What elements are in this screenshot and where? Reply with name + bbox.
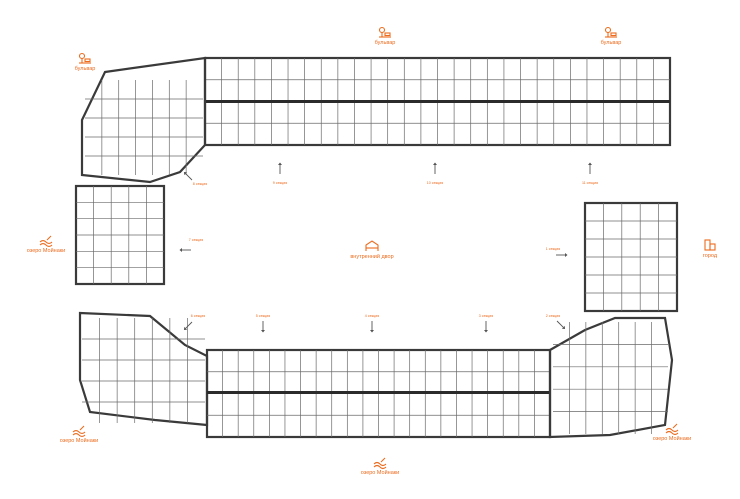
orientation-ozero-left: озеро Мойнаки — [27, 235, 66, 254]
orientation-label: озеро Мойнаки — [361, 469, 400, 476]
tree-bench-icon — [604, 26, 617, 38]
section-marker: 7 секция — [179, 238, 203, 252]
section-marker: 1 секция — [546, 247, 568, 257]
building-bottom-left-corner — [78, 311, 209, 427]
arrow-head-icon — [183, 171, 188, 176]
building-top-left-corner — [80, 56, 207, 184]
section-label: 11 секция — [582, 181, 598, 185]
arrow-head-icon — [433, 162, 437, 165]
orientation-ozero-br: озеро Мойнаки — [653, 423, 692, 442]
section-marker: 6 секция — [183, 314, 205, 331]
arrow-head-icon — [183, 326, 188, 331]
orientation-labels: бульвар бульвар бульвар озеро Мойнаки город в… — [27, 26, 718, 476]
section-marker: 2 секция — [546, 314, 566, 330]
arrow-icon — [185, 173, 193, 181]
orientation-gorod: город — [703, 239, 718, 259]
section-label: 9 секция — [273, 181, 287, 185]
section-label: 4 секция — [365, 314, 379, 318]
building-left-wing — [74, 184, 166, 286]
section-marker: 8 секция — [183, 171, 207, 186]
orientation-ozero-bl: озеро Мойнаки — [60, 425, 99, 444]
orientation-dvor: внутренний двор — [350, 240, 394, 260]
building-top-wing — [203, 56, 672, 147]
arrow-head-icon — [588, 162, 592, 165]
arrow-head-icon — [561, 325, 566, 330]
arrow-icon — [185, 321, 193, 329]
section-label: 6 секция — [191, 314, 205, 318]
orientation-label: бульвар — [75, 66, 96, 72]
arrow-head-icon — [565, 253, 568, 257]
orientation-label: внутренний двор — [350, 253, 393, 260]
building-right-wing — [583, 201, 679, 313]
section-marker: 4 секция — [365, 314, 379, 333]
arrow-head-icon — [179, 248, 182, 252]
orientation-label: озеро Мойнаки — [27, 247, 66, 254]
tree-bench-icon — [378, 26, 391, 38]
section-label: 7 секция — [189, 238, 203, 242]
section-label: 8 секция — [193, 182, 207, 186]
arrow-head-icon — [370, 330, 374, 333]
section-marker: 5 секция — [256, 314, 270, 333]
orientation-bulvar-3: бульвар — [601, 26, 622, 46]
section-marker: 10 секция — [427, 162, 443, 185]
orientation-label: бульвар — [375, 40, 396, 46]
orientation-ozero-bc: озеро Мойнаки — [361, 457, 400, 476]
section-label: 2 секция — [546, 314, 560, 318]
city-icon — [704, 239, 716, 251]
section-label: 3 секция — [479, 314, 493, 318]
building-bottom-right-corner — [548, 316, 674, 439]
building-bottom-wing — [205, 348, 552, 439]
arrow-head-icon — [484, 330, 488, 333]
orientation-label: город — [703, 253, 718, 259]
section-labels: 8 секция 9 секция 10 секция 11 секция 7 секц… — [179, 162, 598, 333]
arrow-head-icon — [261, 330, 265, 333]
section-label: 10 секция — [427, 181, 443, 185]
lake-icon — [39, 235, 53, 248]
arrow-icon — [556, 320, 564, 328]
tree-bench-icon — [78, 52, 91, 64]
playground-icon — [365, 240, 379, 251]
section-marker: 9 секция — [273, 162, 287, 185]
orientation-label: бульвар — [601, 40, 622, 46]
lake-icon — [72, 425, 86, 438]
section-marker: 11 секция — [582, 162, 598, 185]
section-label: 1 секция — [546, 247, 560, 251]
section-label: 5 секция — [256, 314, 270, 318]
orientation-label: озеро Мойнаки — [60, 437, 99, 444]
lake-icon — [373, 457, 387, 470]
arrow-head-icon — [278, 162, 282, 165]
lake-icon — [665, 423, 679, 436]
section-marker: 3 секция — [479, 314, 493, 333]
orientation-bulvar-2: бульвар — [375, 26, 396, 46]
orientation-bulvar-1: бульвар — [75, 52, 96, 72]
orientation-label: озеро Мойнаки — [653, 435, 692, 442]
